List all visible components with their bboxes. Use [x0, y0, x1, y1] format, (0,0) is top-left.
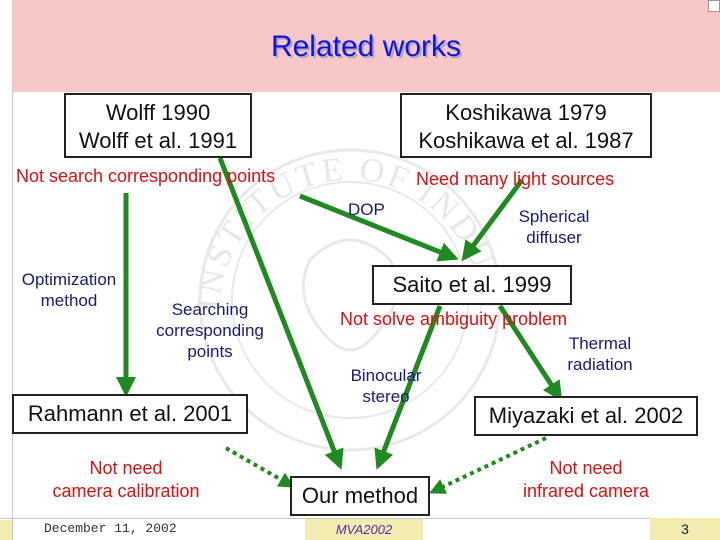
arrow-dop-to-saito	[299, 193, 459, 262]
box-wolff: Wolff 1990 Wolff et al. 1991	[64, 93, 252, 158]
note-not-search: Not search corresponding points	[16, 166, 276, 186]
box-koshikawa: Koshikawa 1979 Koshikawa et al. 1987	[400, 93, 652, 158]
rahmann-label: Rahmann et al. 2001	[27, 401, 233, 426]
note-need-light: Need many light sources	[416, 169, 615, 189]
miyazaki-label: Miyazaki et al. 2002	[488, 403, 684, 428]
label-thermal-line-1: Thermal	[568, 334, 632, 353]
label-searching-line-3: points	[187, 342, 233, 361]
box-rahmann: Rahmann et al. 2001	[12, 394, 248, 434]
box-miyazaki: Miyazaki et al. 2002	[474, 396, 698, 436]
label-thermal-line-2: radiation	[567, 355, 633, 374]
wolff-line-2: Wolff et al. 1991	[78, 128, 238, 153]
label-binocular-line-2: stereo	[362, 387, 410, 406]
label-thermal-radiation: Thermal radiation	[552, 333, 648, 375]
note-not-need-infrared: Not need infrared camera	[500, 457, 672, 503]
our-method-label: Our method	[301, 483, 419, 508]
label-spherical-line-2: diffuser	[526, 228, 582, 247]
note-not-need-camera-line-1: Not need	[89, 458, 163, 478]
note-not-solve: Not solve ambiguity problem	[340, 309, 568, 329]
arrow-koshikawa-to-saito	[461, 178, 525, 262]
label-binocular-stereo: Binocular stereo	[336, 365, 436, 407]
footer-guide-line	[0, 518, 720, 519]
note-not-need-infrared-line-1: Not need	[549, 458, 623, 478]
label-dop: DOP	[348, 200, 385, 219]
wolff-line-1: Wolff 1990	[105, 100, 211, 125]
note-not-need-infrared-line-2: infrared camera	[522, 481, 650, 501]
footer-date: December 11, 2002	[44, 521, 177, 536]
note-not-need-camera: Not need camera calibration	[36, 457, 216, 503]
label-searching-line-2: corresponding	[156, 321, 264, 340]
dashed-arrow-miyazaki-to-our-method	[429, 436, 547, 494]
slide-title: Related works	[270, 30, 462, 63]
footer-conference: MVA2002	[305, 519, 423, 540]
label-searching-corresponding-points: Searching corresponding points	[142, 299, 278, 362]
koshikawa-line-2: Koshikawa et al. 1987	[418, 128, 634, 153]
note-not-need-camera-line-2: camera calibration	[52, 481, 200, 501]
saito-label: Saito et al. 1999	[392, 272, 552, 297]
koshikawa-line-1: Koshikawa 1979	[445, 100, 607, 125]
label-searching-line-1: Searching	[171, 300, 249, 319]
label-optimization-line-1: Optimization	[21, 270, 117, 289]
label-binocular-line-1: Binocular	[350, 366, 422, 385]
arrow-wolff-to-our-method	[217, 157, 344, 470]
arrow-saito-to-our-method	[374, 305, 443, 470]
dashed-arrow-rahmann-to-our-method	[225, 446, 295, 488]
box-our-method: Our method	[290, 476, 430, 516]
box-saito: Saito et al. 1999	[372, 265, 572, 305]
label-optimization-method: Optimization method	[14, 269, 124, 311]
label-optimization-line-2: method	[40, 291, 98, 310]
title-band	[12, 0, 720, 92]
slide-guide-line	[12, 0, 13, 540]
label-spherical-diffuser: Spherical diffuser	[502, 206, 606, 248]
label-spherical-line-1: Spherical	[518, 207, 590, 226]
footer-left-tab	[0, 520, 12, 540]
footer-page-number: 3	[650, 518, 720, 540]
arrow-saito-to-miyazaki	[497, 304, 563, 402]
